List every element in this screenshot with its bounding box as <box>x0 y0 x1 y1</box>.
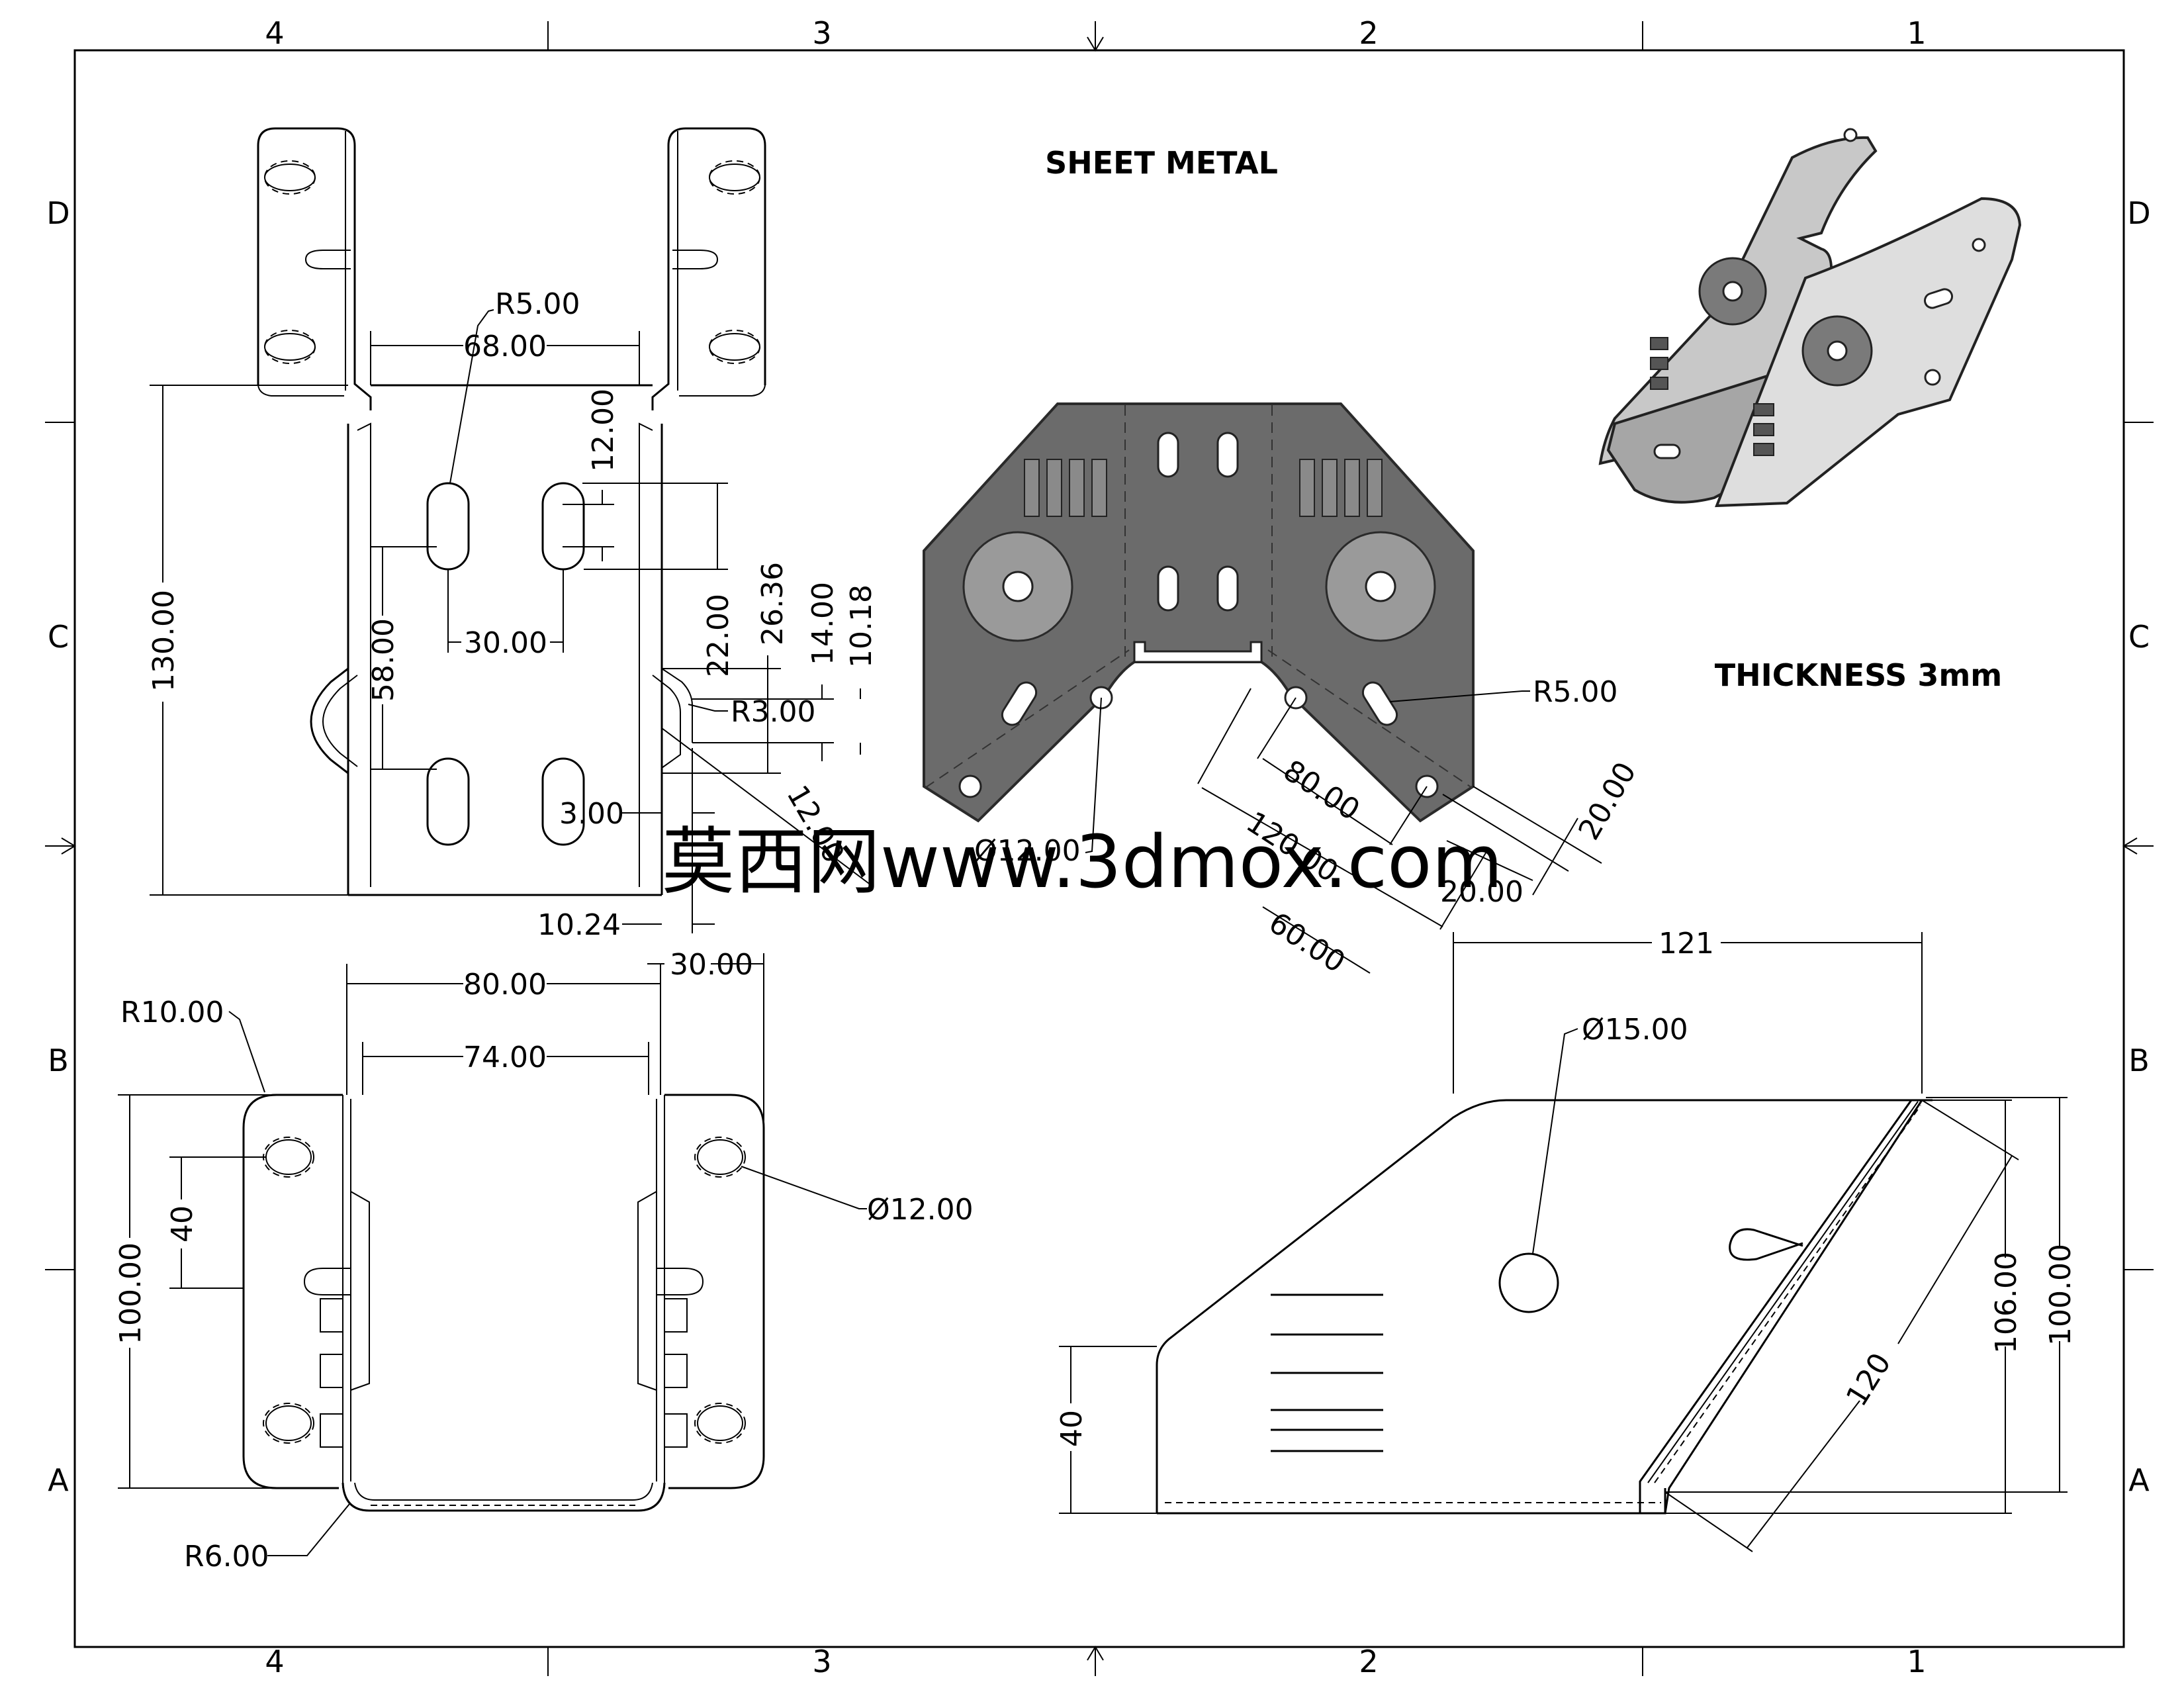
zone-col-4-top: 4 <box>265 15 284 51</box>
zone-row-a-left: A <box>48 1462 69 1498</box>
dim-106-00: 106.00 <box>1989 1252 2023 1354</box>
zone-labels: 4 3 2 1 4 3 2 1 D C B A D C B A <box>46 15 2150 1679</box>
dim-80-00-top: 80.00 <box>463 968 547 1002</box>
dim-100-00-top: 100.00 <box>114 1243 148 1344</box>
zone-col-2-top: 2 <box>1359 15 1378 51</box>
zone-row-d-right: D <box>2127 195 2150 231</box>
dim-r6-00: R6.00 <box>184 1540 269 1573</box>
zone-col-1-bottom: 1 <box>1907 1644 1926 1679</box>
dim-10-18: 10.18 <box>844 585 878 668</box>
zone-col-1-top: 1 <box>1907 15 1926 51</box>
front-view <box>257 127 766 896</box>
dim-22-00: 22.00 <box>702 594 735 677</box>
isometric-view <box>1598 128 2022 508</box>
dim-40-top: 40 <box>165 1205 199 1243</box>
dim-12-00-slot: 12.00 <box>586 389 620 472</box>
sheet-border <box>45 21 2154 1676</box>
dim-3-00: 3.00 <box>559 797 624 831</box>
sheet-metal-title: SHEET METAL <box>1045 145 1278 181</box>
zone-col-2-bottom: 2 <box>1359 1644 1378 1679</box>
dim-d12-00-top: Ø12.00 <box>867 1193 974 1227</box>
dim-14-00: 14.00 <box>806 582 840 665</box>
zone-col-4-bottom: 4 <box>265 1644 284 1679</box>
zone-row-a-right: A <box>2128 1462 2150 1498</box>
dim-74-00: 74.00 <box>463 1041 547 1074</box>
dim-68-00: 68.00 <box>463 330 547 363</box>
zone-row-c-left: C <box>48 619 69 655</box>
zone-row-c-right: C <box>2128 619 2150 655</box>
thickness-note: THICKNESS 3mm <box>1715 657 2002 693</box>
dim-d12-00-flat: Ø12.00 <box>974 834 1081 868</box>
dim-r10-00: R10.00 <box>120 996 224 1029</box>
zone-row-b-left: B <box>48 1043 69 1078</box>
zone-row-d-left: D <box>46 195 69 231</box>
dim-100-00-side: 100.00 <box>2044 1244 2077 1346</box>
zone-col-3-bottom: 3 <box>812 1644 831 1679</box>
dim-d15-00: Ø15.00 <box>1582 1013 1688 1047</box>
flat-pattern <box>923 402 1475 823</box>
dim-r5-00-flat: R5.00 <box>1533 675 1618 709</box>
dim-20-00-b: 20.00 <box>1440 875 1524 909</box>
side-view-dimensions: 121 Ø15.00 106.00 100.00 40 120 <box>1055 927 2077 1552</box>
dim-r3-00: R3.00 <box>731 695 816 729</box>
dim-58-00: 58.00 <box>367 618 400 702</box>
dim-r5-00: R5.00 <box>495 287 580 321</box>
dim-30-00-front: 30.00 <box>464 626 547 660</box>
top-view <box>242 1094 765 1512</box>
dim-10-24: 10.24 <box>537 908 621 942</box>
dim-40-side: 40 <box>1055 1410 1089 1447</box>
zone-row-b-right: B <box>2128 1043 2150 1078</box>
dim-80-00: 80.00 <box>1277 753 1365 827</box>
dim-120-side: 120 <box>1840 1347 1898 1412</box>
dim-60-00: 60.00 <box>1263 906 1351 979</box>
dim-26-36: 26.36 <box>756 562 790 645</box>
zone-col-3-top: 3 <box>812 15 831 51</box>
side-view <box>1156 1099 1933 1515</box>
dim-121: 121 <box>1659 927 1714 961</box>
dim-30-00-top: 30.00 <box>670 948 753 982</box>
dim-20-00-a: 20.00 <box>1572 757 1643 846</box>
watermark: 莫西网www.3dmox.com <box>662 820 1503 904</box>
top-view-dimensions: 80.00 74.00 30.00 R10.00 100.00 40 Ø12.0… <box>114 948 974 1573</box>
dim-130-00: 130.00 <box>147 590 181 692</box>
